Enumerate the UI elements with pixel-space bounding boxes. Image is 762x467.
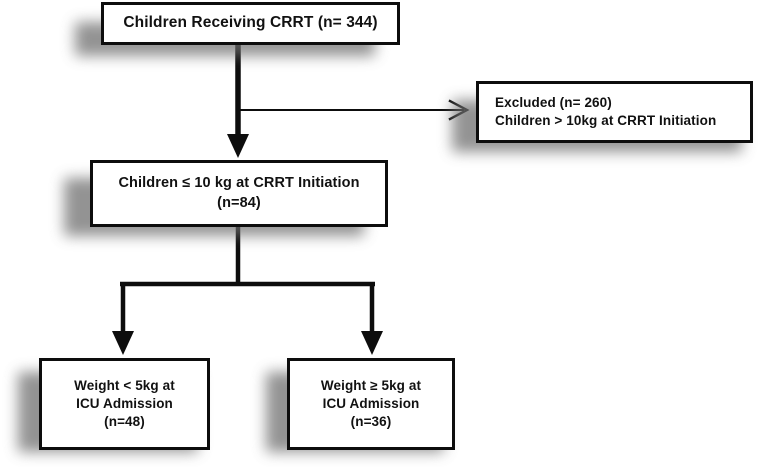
edge-top-to-middle xyxy=(227,45,249,158)
node-text-line: (n=48) xyxy=(104,413,145,429)
node-text-line: ICU Admission xyxy=(76,396,173,412)
node-text-line: ICU Admission xyxy=(322,396,420,412)
edge-middle-to-left xyxy=(112,284,134,355)
node-text-line: Weight ≥ 5kg at xyxy=(320,378,422,394)
node-text-line: Weight < 5kg at xyxy=(74,378,175,394)
edge-top-to-excluded xyxy=(238,99,470,121)
node-text-line: Children > 10kg at CRRT Initiation xyxy=(495,113,717,128)
node-text-line: (n=84) xyxy=(217,194,261,211)
node-children-receiving-crrt: Children Receiving CRRT (n= 344) xyxy=(101,2,400,45)
node-weight-over-5kg: Weight ≥ 5kg at ICU Admission (n=36) xyxy=(287,358,455,450)
node-text-line: Children Receiving CRRT (n= 344) xyxy=(123,14,378,32)
node-excluded: Excluded (n= 260) Children > 10kg at CRR… xyxy=(476,81,753,143)
node-weight-under-5kg: Weight < 5kg at ICU Admission (n=48) xyxy=(39,358,210,450)
edge-middle-to-right xyxy=(361,284,383,355)
node-text-line: Excluded (n= 260) xyxy=(495,95,612,111)
node-text-line: Children ≤ 10 kg at CRRT Initiation xyxy=(118,175,360,192)
node-children-under-10kg: Children ≤ 10 kg at CRRT Initiation (n=8… xyxy=(90,160,388,227)
node-text-line: (n=36) xyxy=(350,413,392,429)
